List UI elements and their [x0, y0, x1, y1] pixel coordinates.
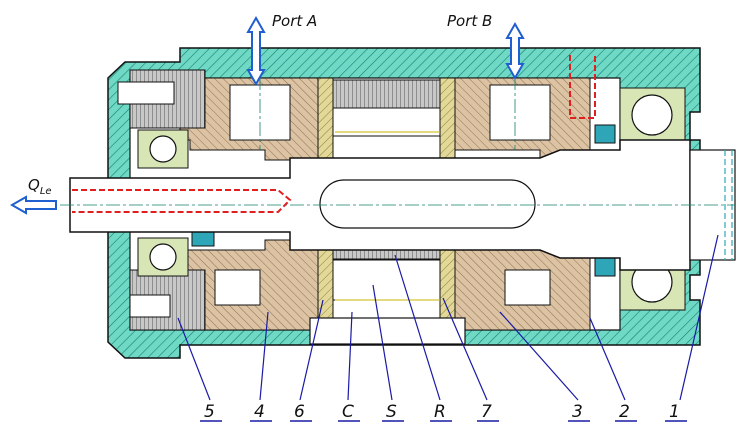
callout-1: 1 [669, 402, 680, 422]
port-a-arrow [246, 15, 266, 87]
callout-leaders [177, 234, 719, 401]
port-a-label: Port A [272, 12, 317, 30]
callout-labels: 5 4 6 C S R 7 3 2 1 [204, 402, 680, 422]
callout-7: 7 [481, 402, 492, 422]
callout-2: 2 [619, 402, 630, 422]
leakage-flow-label: QLe [28, 176, 52, 197]
callout-5: 5 [204, 402, 215, 422]
seals [191, 124, 616, 277]
callout-4: 4 [254, 402, 265, 422]
callout-3: 3 [572, 402, 583, 422]
port-b-arrow [505, 21, 525, 81]
callout-c: C [342, 402, 354, 422]
rotor-stator [309, 77, 466, 345]
callout-r: R [434, 402, 446, 422]
shaft [69, 139, 736, 271]
port-b-label: Port B [447, 12, 492, 30]
callout-s: S [386, 402, 397, 422]
leakage-arrow [9, 195, 57, 215]
leakage-path [72, 55, 596, 213]
callout-6: 6 [294, 402, 305, 422]
end-cover [117, 69, 206, 331]
